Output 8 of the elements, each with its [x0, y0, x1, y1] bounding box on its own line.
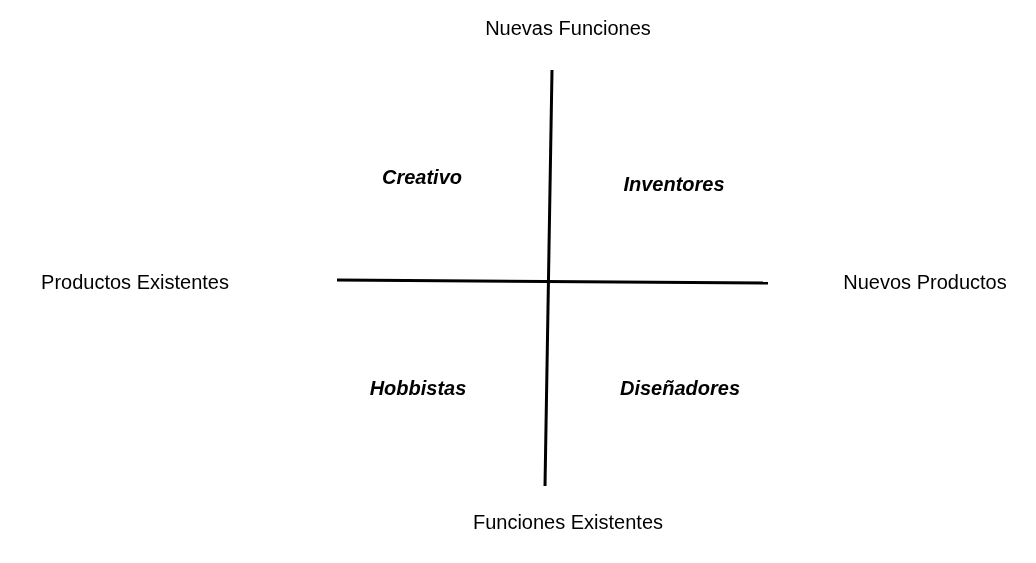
axis-label: Funciones Existentes — [472, 510, 664, 534]
axis-label: Productos Existentes — [41, 270, 229, 294]
quadrant-label: Inventores — [623, 172, 725, 196]
axis-label: Nuevas Funciones — [485, 16, 651, 40]
quadrant-label: Creativo — [382, 165, 462, 189]
quadrant-label: Hobbistas — [369, 376, 467, 400]
axis-label: Nuevos Productos — [843, 270, 1007, 294]
quadrant-label: Diseñadores — [619, 376, 741, 400]
